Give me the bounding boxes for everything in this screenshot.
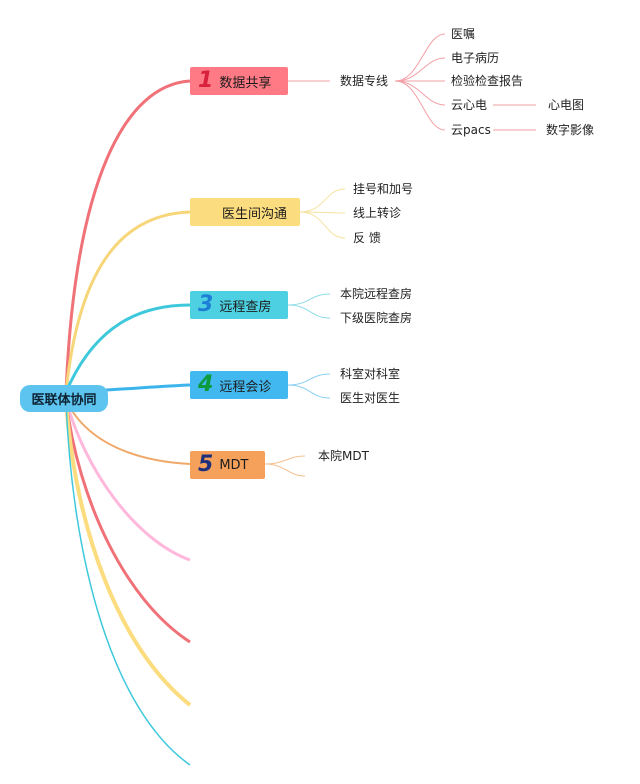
leaf-dept-to-dept[interactable]: 科室对科室 xyxy=(340,367,401,381)
connector-b4-l1 xyxy=(287,373,331,386)
branch-number-1: 1 xyxy=(198,68,214,93)
leaf-lower-hospital-rounds[interactable]: 下级医院查房 xyxy=(340,311,413,325)
connector-b2-l3 xyxy=(299,211,346,239)
leaf-data-line[interactable]: 数据专线 xyxy=(340,74,389,88)
leaf-feedback[interactable]: 反 馈 xyxy=(353,231,381,245)
connector-b3-l1 xyxy=(287,293,331,306)
root-topic[interactable]: 医联体协同 xyxy=(20,385,108,412)
leaf-online-referral[interactable]: 线上转诊 xyxy=(353,206,402,220)
branch-number-3: 3 xyxy=(198,292,214,317)
connector-branch-9 xyxy=(65,399,191,766)
branch-doctor-communication[interactable]: 医生间沟通 xyxy=(190,198,300,226)
branch-data-sharing[interactable]: 1 数据共享 xyxy=(190,67,288,95)
leaf-cloud-ecg[interactable]: 云心电 xyxy=(451,98,488,112)
leaf-local-remote-rounds[interactable]: 本院远程查房 xyxy=(340,287,413,301)
branch-mdt[interactable]: 5 MDT xyxy=(190,451,265,479)
branch-label: MDT xyxy=(219,457,249,473)
branch-remote-consultation[interactable]: 4 远程会诊 xyxy=(190,371,288,399)
connector-b4-l2 xyxy=(287,384,331,399)
root-connectors xyxy=(64,79,192,766)
connector-b1-sub5 xyxy=(394,80,446,131)
leaf-cloud-pacs[interactable]: 云pacs xyxy=(451,123,491,137)
leaf-ecg[interactable]: 心电图 xyxy=(548,98,585,112)
branch-label: 医生间沟通 xyxy=(222,206,288,222)
connector-branch-5 xyxy=(65,399,191,465)
branch-label: 数据共享 xyxy=(219,75,272,91)
branch-number-4: 4 xyxy=(198,372,214,397)
connector-branch-1 xyxy=(64,79,191,393)
connector-b3-l2 xyxy=(287,304,331,319)
branch-number-5: 5 xyxy=(198,452,214,477)
leaf-lab-reports[interactable]: 检验检查报告 xyxy=(451,74,524,88)
connector-branch-3 xyxy=(64,303,191,393)
leaf-medical-orders[interactable]: 医嘱 xyxy=(451,27,476,41)
connector-b1-sub2 xyxy=(394,57,446,82)
leaf-emr[interactable]: 电子病历 xyxy=(451,51,500,65)
branch-label: 远程会诊 xyxy=(219,379,272,395)
leaf-registration[interactable]: 挂号和加号 xyxy=(353,182,414,196)
leaf-doctor-to-doctor[interactable]: 医生对医生 xyxy=(340,391,401,405)
leaf-connectors xyxy=(264,33,536,477)
connector-b2-l1 xyxy=(299,188,346,213)
connector-branch-7 xyxy=(64,399,191,644)
leaf-local-mdt[interactable]: 本院MDT xyxy=(318,449,369,463)
connector-branch-4 xyxy=(105,383,191,392)
connector-branch-8 xyxy=(64,399,192,707)
branch-label: 远程查房 xyxy=(219,299,272,315)
connector-b1-sub1 xyxy=(394,33,446,82)
connector-branch-2 xyxy=(64,210,191,393)
connector-branch-6 xyxy=(64,399,191,562)
connector-b5-l1 xyxy=(264,455,306,465)
branch-remote-rounds[interactable]: 3 远程查房 xyxy=(190,291,288,319)
leaf-digital-imaging[interactable]: 数字影像 xyxy=(546,123,595,137)
connector-b5-l2 xyxy=(264,463,306,477)
